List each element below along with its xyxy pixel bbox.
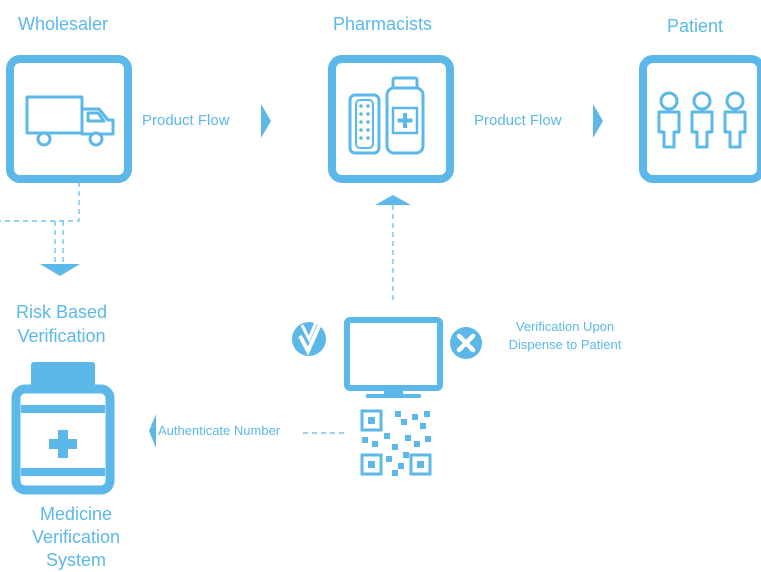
risk-based-line1: Risk Based	[15, 302, 108, 322]
patient-label: Patient	[667, 16, 724, 36]
down-arrow-icon	[40, 264, 80, 276]
monitor-icon	[344, 317, 443, 398]
wholesaler-to-risk-connector	[0, 182, 80, 263]
wholesaler-label: Wholesaler	[18, 14, 109, 34]
verification-upon-line1: Verification Upon	[515, 319, 615, 334]
x-badge-icon	[450, 327, 482, 359]
product-flow-label-1: Product Flow	[142, 112, 230, 129]
medicine-bottle-and-pills-icon	[348, 76, 425, 155]
flow-arrow-1	[261, 104, 271, 138]
medicine-verification-system-label: Medicine Verification System	[12, 503, 140, 572]
verification-upon-dispense-label: Verification Upon Dispense to Patient	[489, 318, 641, 354]
authenticate-number-label: Authenticate Number	[158, 423, 281, 438]
medicine-bottle-icon	[11, 362, 115, 495]
up-arrow-icon	[375, 195, 411, 205]
medicine-system-line3: System	[45, 550, 106, 570]
medicine-system-line1: Medicine	[39, 504, 113, 524]
people-icon	[657, 91, 747, 149]
product-flow-label-2: Product Flow	[474, 112, 562, 129]
verification-upon-line2: Dispense to Patient	[508, 337, 622, 352]
wholesaler-node[interactable]	[6, 55, 132, 183]
pharmacists-node[interactable]	[328, 55, 454, 183]
pharmacists-label: Pharmacists	[333, 14, 433, 34]
left-arrow-icon	[149, 414, 156, 448]
truck-icon	[25, 95, 115, 147]
medicine-system-line2: Verification	[31, 527, 121, 547]
risk-based-line2: Verification	[17, 326, 106, 346]
patient-node[interactable]	[639, 55, 761, 183]
check-badge-icon	[292, 316, 326, 356]
flow-arrow-2	[593, 104, 603, 138]
qr-code-icon	[360, 409, 432, 476]
risk-based-verification-label: Risk Based Verification	[4, 300, 119, 348]
